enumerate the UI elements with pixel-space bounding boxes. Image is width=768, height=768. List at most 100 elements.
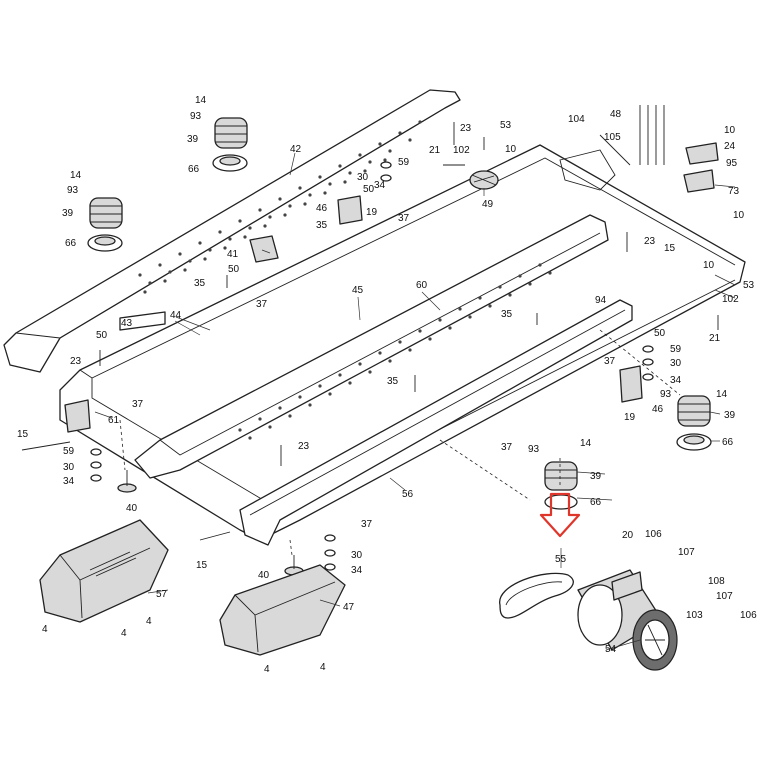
highlight-arrow xyxy=(539,492,581,538)
callout-label: 66 xyxy=(188,164,200,175)
leader-lines xyxy=(94,152,736,651)
callout-label: 10 xyxy=(724,125,736,136)
callout-label: 37 xyxy=(501,442,513,453)
callout-label: 53 xyxy=(500,120,512,131)
callout-label: 107 xyxy=(716,591,733,602)
callout-label: 49 xyxy=(482,199,494,210)
callout-label: 60 xyxy=(416,280,428,291)
callout-label: 103 xyxy=(686,610,703,621)
callout-label: 35 xyxy=(501,309,513,320)
callout-label: 102 xyxy=(722,294,739,305)
callout-label: 30 xyxy=(670,358,682,369)
callout-label: 95 xyxy=(726,158,738,169)
callout-label: 104 xyxy=(568,114,585,125)
right-hood xyxy=(219,564,346,656)
callout-label: 43 xyxy=(121,318,133,329)
callout-label: 4 xyxy=(264,664,270,675)
callout-label: 35 xyxy=(387,376,399,387)
callout-label: 55 xyxy=(555,554,567,565)
callout-label: 41 xyxy=(227,249,239,260)
drive-motor xyxy=(577,569,678,671)
callout-label: 23 xyxy=(70,356,82,367)
callout-label: 34 xyxy=(670,375,682,386)
callout-label: 66 xyxy=(722,437,734,448)
callout-label: 39 xyxy=(724,410,736,421)
callout-label: 57 xyxy=(156,589,168,600)
callout-label: 20 xyxy=(622,530,634,541)
washers xyxy=(90,161,654,571)
isolator-stack-left xyxy=(87,197,123,252)
callout-label: 24 xyxy=(724,141,736,152)
callout-label: 19 xyxy=(624,412,636,423)
callout-label: 39 xyxy=(187,134,199,145)
callout-label: 37 xyxy=(398,213,410,224)
callout-label: 4 xyxy=(42,624,48,635)
callout-label: 23 xyxy=(460,123,472,134)
callout-label: 54 xyxy=(605,644,617,655)
callout-label: 14 xyxy=(716,389,728,400)
callout-label: 14 xyxy=(70,170,82,181)
callout-label: 59 xyxy=(398,157,410,168)
callout-label: 10 xyxy=(505,144,517,155)
callout-label: 45 xyxy=(352,285,364,296)
callout-label: 50 xyxy=(228,264,240,275)
callout-label: 10 xyxy=(733,210,745,221)
callout-label: 102 xyxy=(453,145,470,156)
callout-label: 44 xyxy=(170,310,182,321)
callout-label: 46 xyxy=(316,203,328,214)
callout-label: 37 xyxy=(132,399,144,410)
callout-label: 106 xyxy=(645,529,662,540)
callout-label: 47 xyxy=(343,602,355,613)
callout-label: 23 xyxy=(644,236,656,247)
left-rail-cover xyxy=(3,89,461,373)
callout-label: 15 xyxy=(17,429,29,440)
callout-label: 50 xyxy=(654,328,666,339)
callout-label: 35 xyxy=(194,278,206,289)
callout-label: 15 xyxy=(664,243,676,254)
callout-label: 59 xyxy=(670,344,682,355)
isolator-stack-right xyxy=(676,395,712,451)
brackets xyxy=(64,142,719,433)
bolts xyxy=(21,105,719,541)
callout-label: 40 xyxy=(126,503,138,514)
callout-label: 34 xyxy=(351,565,363,576)
callout-label: 46 xyxy=(652,404,664,415)
callout-label: 39 xyxy=(62,208,74,219)
left-hood xyxy=(39,519,169,623)
callout-label: 23 xyxy=(298,441,310,452)
callout-label: 42 xyxy=(290,144,302,155)
callout-label: 4 xyxy=(121,628,127,639)
callout-label: 14 xyxy=(195,95,207,106)
callout-label: 4 xyxy=(320,662,326,673)
callout-label: 93 xyxy=(67,185,79,196)
callout-label: 107 xyxy=(678,547,695,558)
callout-label: 19 xyxy=(366,207,378,218)
callout-label: 106 xyxy=(740,610,757,621)
drive-belt xyxy=(499,572,574,619)
callout-label: 93 xyxy=(190,111,202,122)
callout-label: 48 xyxy=(610,109,622,120)
callout-label: 14 xyxy=(580,438,592,449)
isolator-stack-center xyxy=(544,461,578,510)
callout-label: 4 xyxy=(146,616,152,627)
callout-label: 40 xyxy=(258,570,270,581)
isolator-stack-top xyxy=(212,117,248,172)
callout-label: 15 xyxy=(196,560,208,571)
callout-label: 66 xyxy=(65,238,77,249)
callout-label: 37 xyxy=(604,356,616,367)
callout-label: 56 xyxy=(402,489,414,500)
callout-label: 10 xyxy=(703,260,715,271)
callout-label: 108 xyxy=(708,576,725,587)
front-roller xyxy=(469,170,499,190)
callout-label: 94 xyxy=(595,295,607,306)
callout-label: 34 xyxy=(374,180,386,191)
callout-label: 50 xyxy=(363,184,375,195)
callout-label: 30 xyxy=(357,172,369,183)
callout-label: 93 xyxy=(528,444,540,455)
callout-label: 105 xyxy=(604,132,621,143)
callout-label: 73 xyxy=(728,186,740,197)
callout-label: 37 xyxy=(256,299,268,310)
callout-labels: 14 93 39 66 14 93 39 66 42 23 53 104 105… xyxy=(17,95,757,675)
callout-label: 35 xyxy=(316,220,328,231)
